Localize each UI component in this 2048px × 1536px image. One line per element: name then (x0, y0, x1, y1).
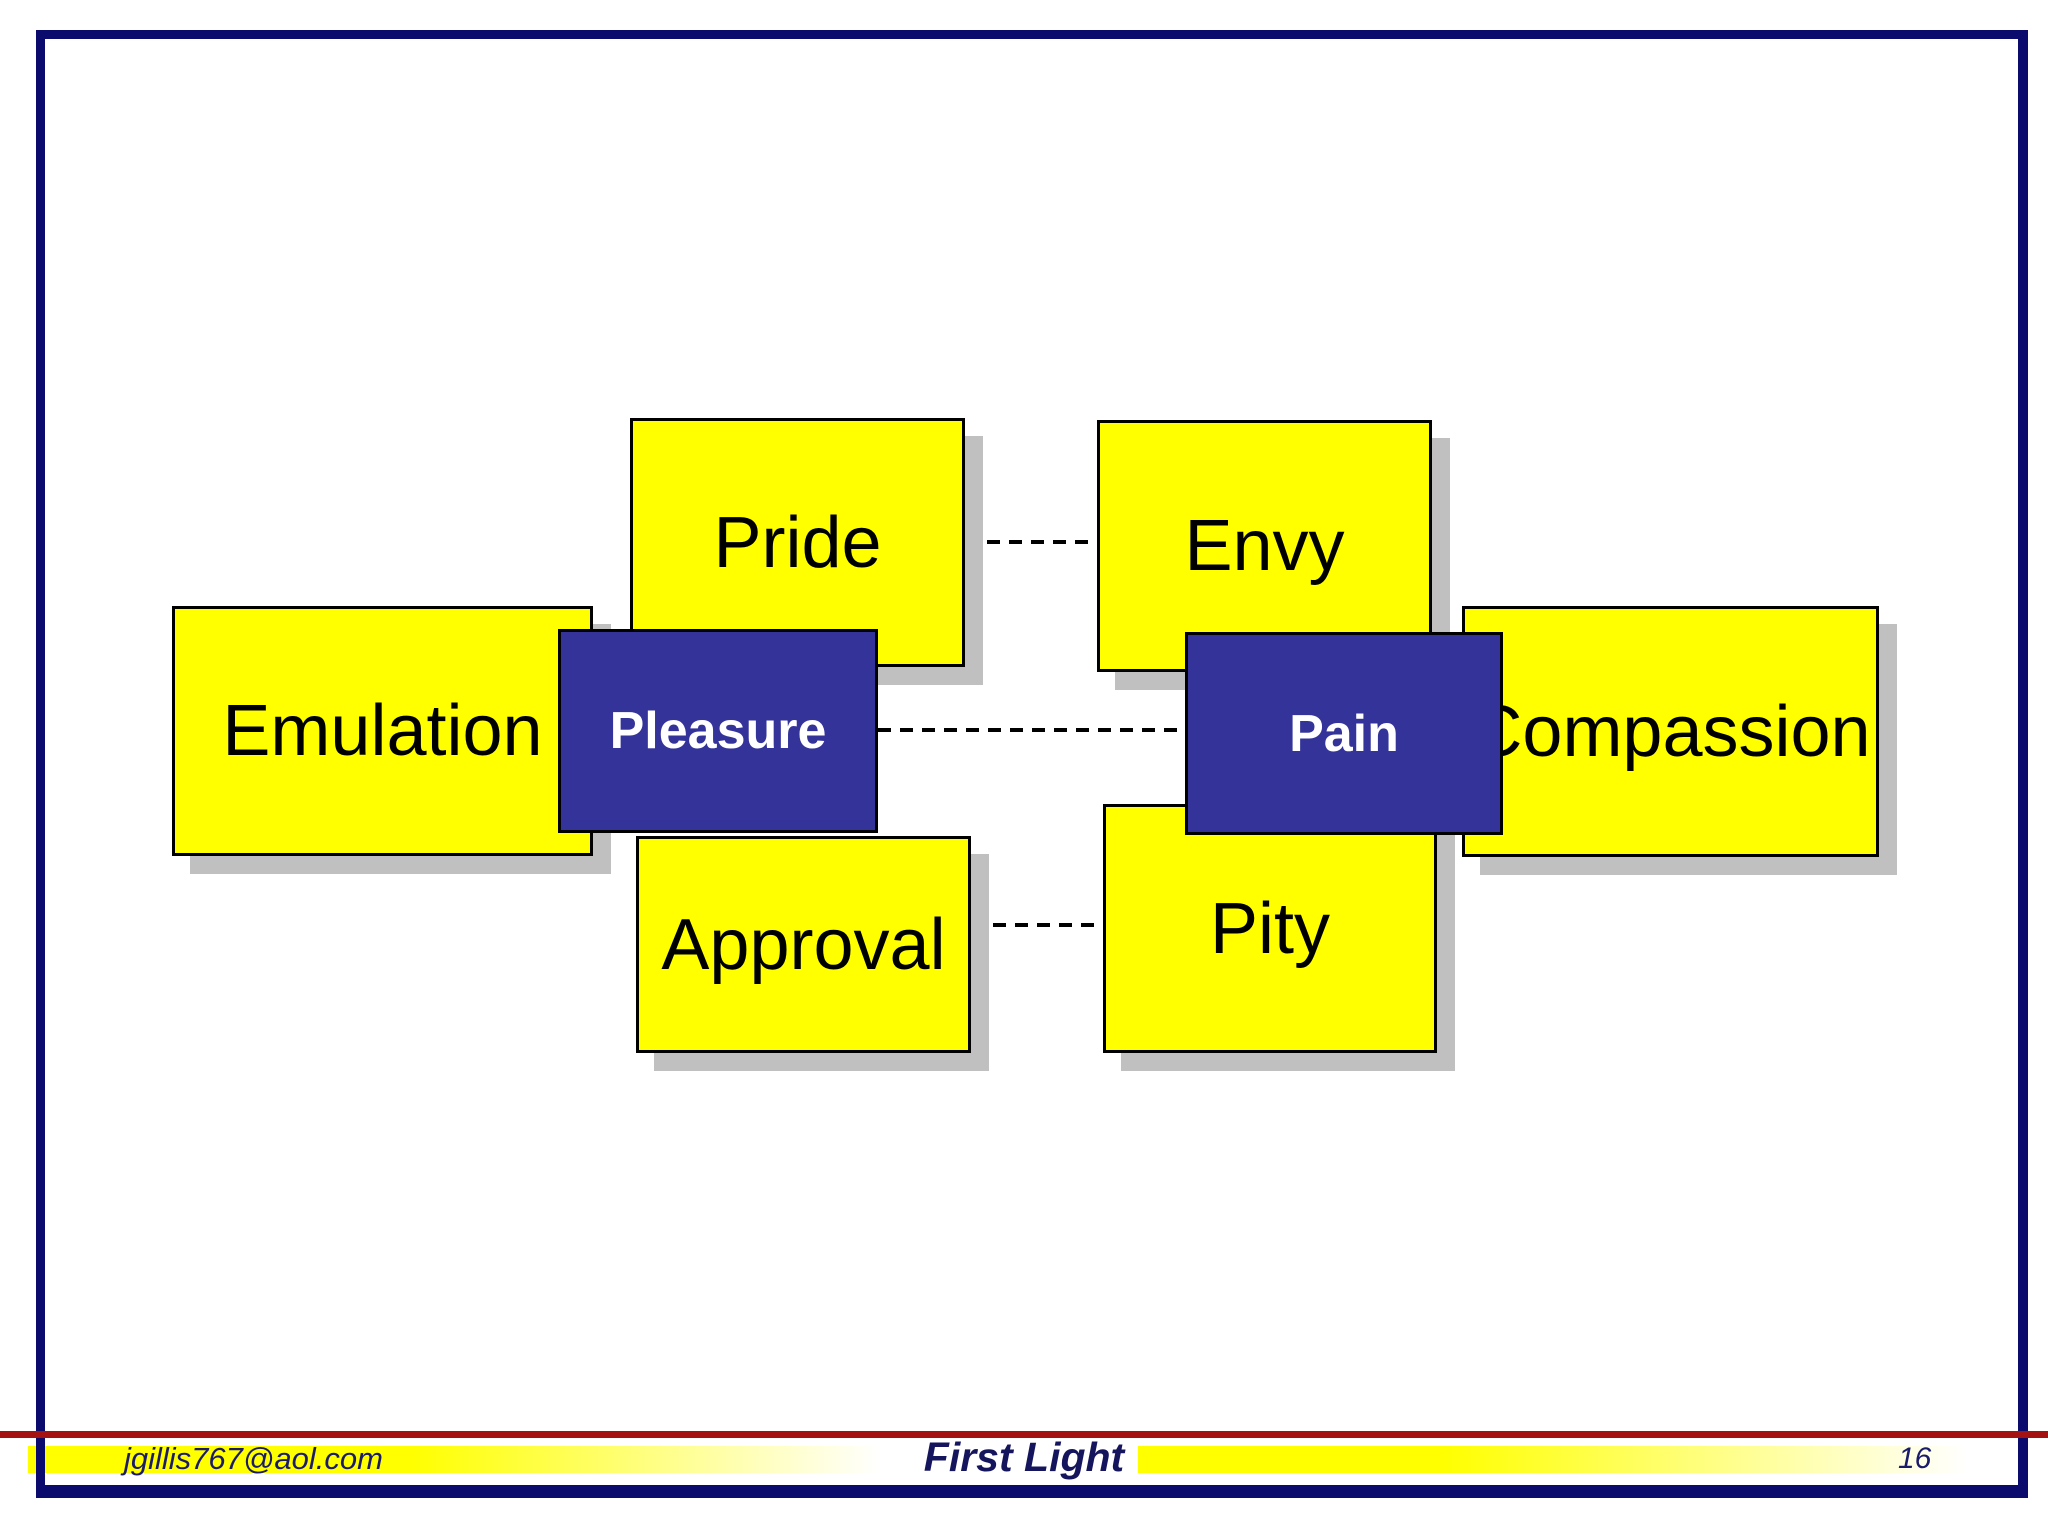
node-approval: Approval (636, 836, 971, 1053)
footer-email: jgillis767@aol.com (124, 1441, 383, 1476)
connector-pleasure-pain (878, 728, 1185, 732)
footer-title: First Light (923, 1434, 1125, 1480)
footer-red-rule (0, 1431, 2048, 1438)
node-approval-label: Approval (661, 904, 946, 985)
node-pride-label: Pride (713, 502, 882, 583)
connector-approval-pity (971, 923, 1103, 927)
node-compassion-label: Compassion (1470, 691, 1871, 772)
node-emulation-label: Emulation (222, 691, 543, 771)
node-pain-label: Pain (1289, 704, 1399, 763)
node-envy-label: Envy (1184, 506, 1345, 586)
connector-pride-envy (965, 540, 1097, 544)
node-pleasure: Pleasure (558, 629, 878, 833)
node-pity: Pity (1103, 804, 1437, 1053)
footer-highlight-bar-right (1138, 1446, 2010, 1473)
node-pain: Pain (1185, 632, 1503, 835)
node-pity-label: Pity (1209, 888, 1331, 969)
footer-page-number: 16 (1898, 1442, 1932, 1475)
footer-highlight-bar-left (28, 1446, 880, 1473)
node-pleasure-label: Pleasure (609, 702, 827, 760)
node-pride: Pride (630, 418, 965, 667)
node-emulation: Emulation (172, 606, 593, 856)
node-compassion: Compassion (1462, 606, 1879, 857)
